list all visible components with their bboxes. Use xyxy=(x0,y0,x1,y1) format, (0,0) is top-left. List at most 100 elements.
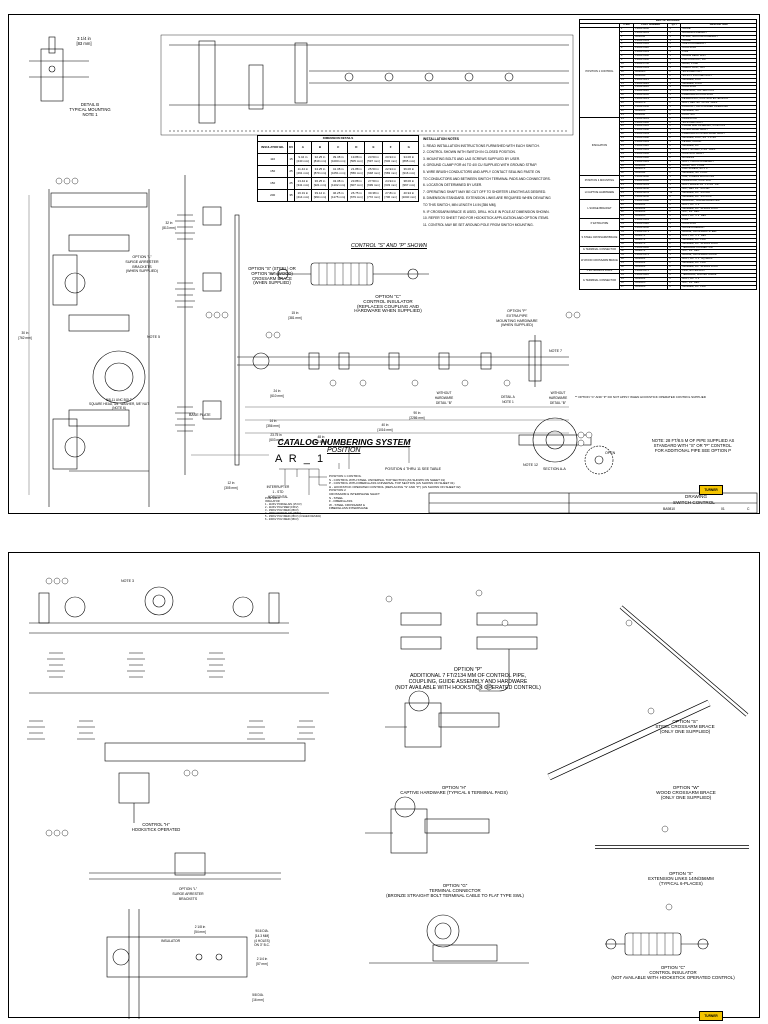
brand-logo: TURNER xyxy=(699,485,723,495)
dimension-cell: 27.81 in [706 mm] xyxy=(381,189,400,202)
catalog-option: CROSSARM & INTERPHASE SHAFT xyxy=(329,491,380,496)
dimension-cell: 13.44 in [341 mm] xyxy=(293,177,312,190)
insulator-label: INSULATOR xyxy=(161,939,181,943)
drawing-sheet-1: DETAIL B TYPICAL MOUNTING NOTE 1 3 1/4 i… xyxy=(8,14,760,521)
dimension-cell: 23.88 in [607 mm] xyxy=(347,177,366,190)
dimension-cell: 21.88 in [556 mm] xyxy=(347,165,366,178)
bom-group-label: INSULATION xyxy=(579,116,620,177)
dimension-cell: 11.44 in [291 mm] xyxy=(293,165,312,178)
dim-4: 90 in [2286 mm] xyxy=(409,411,425,420)
dimension-header: C xyxy=(328,141,349,154)
catalog-option: POSITION 1 CONTROL xyxy=(329,474,362,478)
dim-8: 12 in [305 mm] xyxy=(224,481,238,490)
bom-group-label: POSITION 1 CONTROL xyxy=(579,26,620,118)
catalog-option: S - STEEL xyxy=(329,495,344,500)
dimension-cell: 110 xyxy=(256,153,289,166)
dimension-cell: 36.25 in [921 mm] xyxy=(310,177,330,190)
dimension-header: G xyxy=(398,141,420,154)
dimension-header: A xyxy=(293,141,312,154)
section-title: CONTROL "S" AND "P" SHOWN xyxy=(351,243,427,249)
dimension-cell: 23.50 in [597 mm] xyxy=(364,153,383,166)
installation-note: 5. WIRE BRUSH CONDUCTORS AND APPLY CONTA… xyxy=(423,169,541,174)
installation-note: 10. REFER TO SHEET TWO FOR HOOKSTICK APP… xyxy=(423,216,550,221)
option-l-label: OPTION "L" SURGE ARRESTER BRACKETS xyxy=(172,887,204,901)
dim-c-label: 5/8 DIA. [16 mm] xyxy=(252,993,264,1002)
dimension-header: F xyxy=(381,141,400,154)
dim-3: 24 in [610 mm] xyxy=(270,389,284,398)
catalog-insulator-option: 1 - 110KV PORCELAIN (15 KV) xyxy=(265,503,302,506)
catalog-code: A R _ 1 xyxy=(275,453,326,465)
dim-b-label: 9/16 DIA. [14.3 MM] (4 HOLES) ON 3" B.C. xyxy=(254,929,270,948)
catalog-option: W - STEEL CROSSARM & xyxy=(329,502,365,507)
pipe-note: NOTE: 28 FT/8.5 M OF PIPE SUPPLIED AS ST… xyxy=(651,438,735,453)
catalog-insulator-option: 3 - 150KV POLYMER (25KV) xyxy=(265,509,299,512)
installation-note: 3. MOUNTING BOLTS AND LAG SCREWS SUPPLIE… xyxy=(423,156,521,161)
open-label: OPEN xyxy=(605,451,616,455)
dim-2: 40 in [1016 mm] xyxy=(377,423,393,432)
catalog-insulator-option: 4 - 150KV PORCELAIN (25KV) xyxy=(265,512,302,515)
catalog-option: F - FIBERGLASS xyxy=(329,499,353,504)
dimension-cell: 27.50 in [699 mm] xyxy=(364,177,383,190)
catalog-position: POSITION xyxy=(327,447,361,454)
bom-group-label: P EXTRA PIPE xyxy=(579,218,620,231)
dimension-cell: 34.06 in [865 mm] xyxy=(398,153,420,166)
control-h-label: CONTROL "H" HOOKSTICK OPERATED xyxy=(131,822,181,832)
dimension-header: D xyxy=(347,141,366,154)
title-block-number: BA9810 xyxy=(663,507,676,511)
dim-1: 15 in [381 mm] xyxy=(288,311,302,320)
option-l-callout: OPTION "L" SURGE ARRESTER BRACKETS (WHEN… xyxy=(125,255,159,274)
catalog-insulator-option: 5 - 150KV POLYMER (25KV) (3-SHED DESIGN) xyxy=(265,515,322,518)
dimension-cell: 41.38 in [1051 mm] xyxy=(328,165,349,178)
bom-group-label: S STEEL CROSSARM BRACE xyxy=(579,229,620,247)
option-c-label: OPTION "C" CONTROL INSULATOR (NOT AVAILA… xyxy=(611,965,735,980)
bom-group-label: W WOOD CROSSARM BRACE xyxy=(579,253,620,270)
note-5-label: NOTE 5 xyxy=(147,335,160,339)
dimension-header: INSULATOR BIL xyxy=(256,141,289,154)
dim-10: 23.75 in [603 mm] xyxy=(269,433,283,442)
option-s-label: OPTION "S" STEEL CROSSARM BRACE (ONLY ON… xyxy=(655,719,715,735)
catalog-option: P - CONTROL WITH FIBERGLASS UNIVERSAL TO… xyxy=(329,481,455,486)
bom-group-label: POSITION 4 MOUNTING xyxy=(579,175,620,188)
installation-note: TO CONDUCTORS AND BETWEEN SWITCH TERMINA… xyxy=(423,176,551,181)
option-note: ** OPTION "C" AND "P" DO NOT APPLY WHEN … xyxy=(575,395,706,399)
without-hardware-b: WITHOUT HARDWARE DETAIL "B" xyxy=(548,391,568,405)
detail-b-label: DETAIL B TYPICAL MOUNTING NOTE 1 xyxy=(69,102,111,117)
installation-note: 6. LOCATION DETERMINED BY USER. xyxy=(423,183,483,188)
dimension-cell: 25.50 in [648 mm] xyxy=(364,165,383,178)
bom-cell: 67 xyxy=(618,284,635,290)
dimension-cell: 24.94 in [633 mm] xyxy=(381,177,400,190)
dimension-cell: 43.38 in [1102 mm] xyxy=(328,177,349,190)
bom-group-label: G TERMINAL CONNECTOR xyxy=(579,245,620,255)
option-c-callout: OPTION "C" CONTROL INSULATOR (REPLACES C… xyxy=(354,294,422,314)
installation-note: 9. IF CROSSARM BRACE IS USED, DRILL HOLE… xyxy=(423,209,550,214)
installation-notes-title: INSTALLATION NOTES xyxy=(423,137,459,141)
option-x-label: OPTION "X" EXTENSION LINKS 14IN/356MM (T… xyxy=(648,871,714,886)
note-12-label: NOTE 12 xyxy=(523,463,538,467)
dimension-cell: 26.75 in [679 mm] xyxy=(347,189,366,202)
dim-5: 48 in [1219 mm] xyxy=(313,435,329,444)
installation-note: 4. GROUND CLAMP FOR #4 TO 4/0 CU SUPPLIE… xyxy=(423,163,538,168)
bolt-note: 5/8-11 UNC BOLT SQUARE HEAD, 3/4" WASHER… xyxy=(88,398,150,410)
dim-6: 32 in [813 mm] xyxy=(162,221,176,230)
catalog-option: H - HOOKSTICK OPERATED CONTROL (REPLACIN… xyxy=(329,484,461,489)
dimension-cell: 19.88 in [505 mm] xyxy=(347,153,366,166)
drawing-sheet-2: NOTE 3 CONTROL "H" HOOKSTICK OPERATED OP… xyxy=(8,552,760,1021)
catalog-insulator-option: INSULATOR xyxy=(265,500,280,503)
dim-a-label: 2 1/8 in [54 mm] xyxy=(194,925,206,934)
title-block-drawing: DRAWING xyxy=(685,494,708,499)
dimension-cell: 200 xyxy=(256,189,289,202)
bom-cell: 6 xyxy=(667,284,682,290)
option-p-label: OPTION "P" ADDITIONAL 7 FT/2134 MM OF CO… xyxy=(395,667,541,691)
dimension-cell: 39.12 in [994 mm] xyxy=(310,189,330,202)
